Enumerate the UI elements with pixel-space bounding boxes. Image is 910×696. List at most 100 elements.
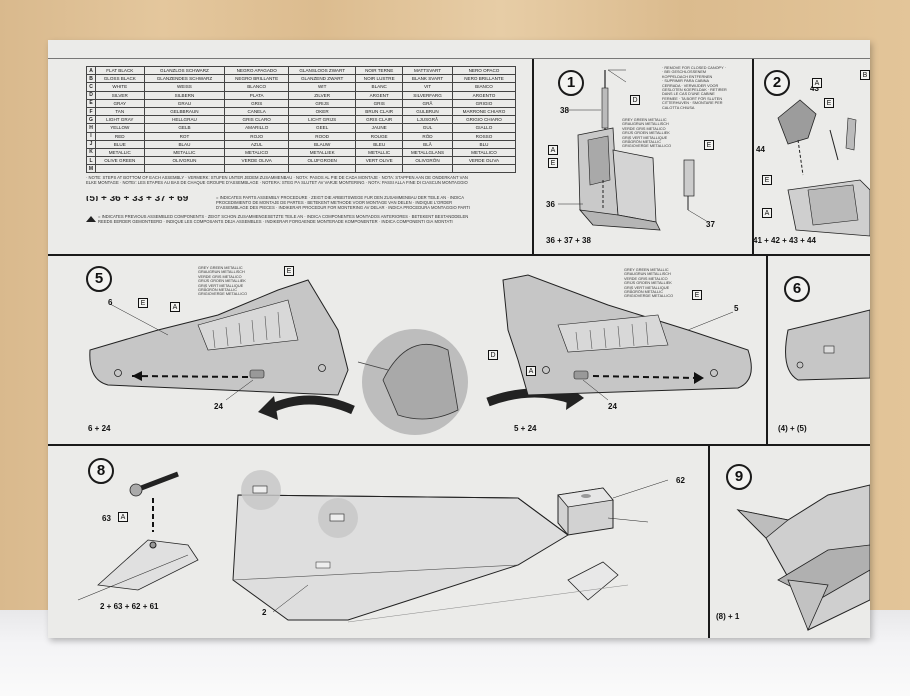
colour-cell: ROJO	[224, 131, 290, 141]
note-line: GRIS VERT METALLIQUE	[198, 283, 244, 288]
colour-cell: AZUL	[224, 139, 290, 149]
step-8-part-62: 62	[676, 476, 685, 485]
note-line: KOPPELDACH ENTFERNEN	[662, 74, 713, 79]
note-line: · BEI GESCHLOSSENEM	[662, 70, 707, 75]
step-5-right-paint-d: D	[488, 350, 498, 360]
colour-cell: ROUGE	[355, 131, 404, 141]
step-2-part-44: 44	[756, 145, 765, 154]
colour-cell: BRUN CLAIR	[355, 106, 404, 117]
step-1-paint-e-2: E	[704, 140, 714, 150]
note-line: VERDE GRIS METALICO	[622, 126, 666, 131]
colour-cell: OKER	[288, 106, 357, 117]
step-2-part-43: 43	[810, 84, 819, 93]
note-line: GRIGIOVERDE METALLICO	[198, 292, 248, 297]
colour-cell: BLÅ	[402, 139, 453, 149]
colour-cell: GELB	[143, 123, 226, 133]
note-line: GRAUGRUN METALLISCH	[624, 272, 671, 277]
note-line: DANS LE CAS D'UNE CABINE	[662, 92, 715, 97]
colour-cell: VERDE OLIVA	[224, 156, 290, 166]
colour-cell: LIGHT GRAY	[95, 115, 145, 125]
steps-note-2: ELKE MONTAGE · NOTEr: LES ETAPES AU BAS …	[86, 181, 468, 185]
colour-cell: VIT	[402, 82, 453, 92]
colour-cell: GULBRUN	[402, 106, 453, 117]
step-5-left-formula: 6 + 24	[88, 424, 111, 433]
colour-cell: METALLIEK	[288, 147, 357, 158]
step-1-formula: 36 + 37 + 38	[546, 236, 591, 245]
colour-cell: BLU	[451, 139, 517, 149]
colour-cell	[95, 164, 145, 174]
colour-cell: NERO BRILLANTE	[451, 74, 517, 84]
colour-cell: BLAUW	[288, 139, 357, 149]
note-line: · SUPRIMIR PARA CABINA	[662, 79, 709, 84]
step-1-part-37: 37	[706, 220, 715, 229]
colour-cell	[288, 164, 357, 174]
colour-cell: NOIR LUSTRE	[355, 74, 404, 84]
step-5-part-5: 5	[734, 304, 739, 313]
colour-cell: BLUE	[95, 139, 145, 149]
step-2-number: 2	[764, 70, 790, 96]
colour-letter: G	[86, 115, 96, 125]
step-5-number: 5	[86, 266, 112, 292]
colour-cell: ARGENT	[355, 90, 404, 100]
colour-cell: GIALLO	[451, 123, 517, 133]
step-8-formula: 2 + 63 + 62 + 61	[100, 602, 159, 611]
step-5-part-24-right: 24	[608, 402, 617, 411]
steps-note: · NOTE: STEPS AT BOTTOM OF EACH ASSEMBLY…	[86, 176, 468, 180]
step-1-paint-a: A	[548, 145, 558, 155]
note-line: GRIS VERT METALLIQUE	[624, 285, 670, 290]
colour-cell: MARRONE CHIARO	[451, 106, 517, 117]
colour-letter: A	[86, 65, 96, 76]
step-9-number: 9	[726, 464, 752, 490]
previous-assembly-icon	[86, 216, 96, 222]
colour-cell: LICHT GRIJS	[288, 115, 357, 125]
divider-middle	[48, 444, 870, 446]
colour-cell: METALICO	[224, 147, 290, 158]
colour-cell: GLANSLOOS ZWART	[288, 65, 357, 76]
colour-cell: PLATA	[224, 90, 290, 100]
colour-letter: J	[86, 139, 96, 149]
colour-cell	[224, 164, 290, 174]
note-line: GRIJS GROEN METALLIEK	[624, 281, 672, 286]
note-line: GESLOTEN KOEPELDAK · RETIRER	[662, 88, 727, 92]
colour-cell: NEGRO BRILLANTE	[224, 74, 290, 84]
colour-letter: E	[86, 98, 96, 108]
colour-cell: BIANCO	[451, 82, 517, 92]
step-2-paint-a-2: A	[762, 208, 772, 218]
colour-cell: GELBBRAUN	[143, 106, 226, 117]
divider-step9-left	[708, 446, 710, 638]
colour-cell: OLIVE GREEN	[95, 156, 145, 166]
colour-cell: BLEU	[355, 139, 404, 149]
colour-cell: METALLICO	[451, 147, 517, 158]
colour-cell: ARGENTO	[451, 90, 517, 100]
colour-cell: GRIS CLARO	[224, 115, 290, 125]
step-1-paint-e: E	[548, 158, 558, 168]
note-line: GRIGIOVERDE METALLICO	[622, 144, 672, 149]
colour-cell: AMARILLO	[224, 123, 290, 133]
note-line: GRÅGRÖN METALLIC	[198, 288, 237, 292]
colour-letter: I	[86, 131, 96, 141]
note-line: GREY GREEN METALLIC	[622, 118, 667, 122]
colour-cell: RED	[95, 131, 145, 141]
step-5-right-paint-a: A	[526, 366, 536, 376]
colour-cell: ROSSO	[451, 131, 517, 141]
colour-cell: GLANZENDES SCHWARZ	[143, 74, 226, 84]
step-8-part-63: 63	[102, 514, 111, 523]
note-line: GRIGIOVERDE METALLICO	[624, 294, 674, 299]
note-line: GRÅGRÖN METALLIC	[624, 290, 663, 294]
colour-cell: GRAU	[143, 98, 226, 108]
colour-row: M	[86, 164, 517, 174]
previous-note-2: REEDS EERDER GEMONTEERD · INDIQUE LES CO…	[98, 220, 453, 224]
procedure-note-2: PROCEDIMIENTO DE MONTAJE DE PARTES · BET…	[216, 201, 453, 205]
colour-cell: BLANC	[355, 82, 404, 92]
colour-cell: GLANZLOS SCHWARZ	[143, 65, 226, 76]
step-8-paint-a: A	[118, 512, 128, 522]
step-2-paint-a: A	[812, 78, 822, 88]
colour-cell: BLANK SVART	[402, 74, 453, 84]
colour-cell	[402, 164, 453, 174]
